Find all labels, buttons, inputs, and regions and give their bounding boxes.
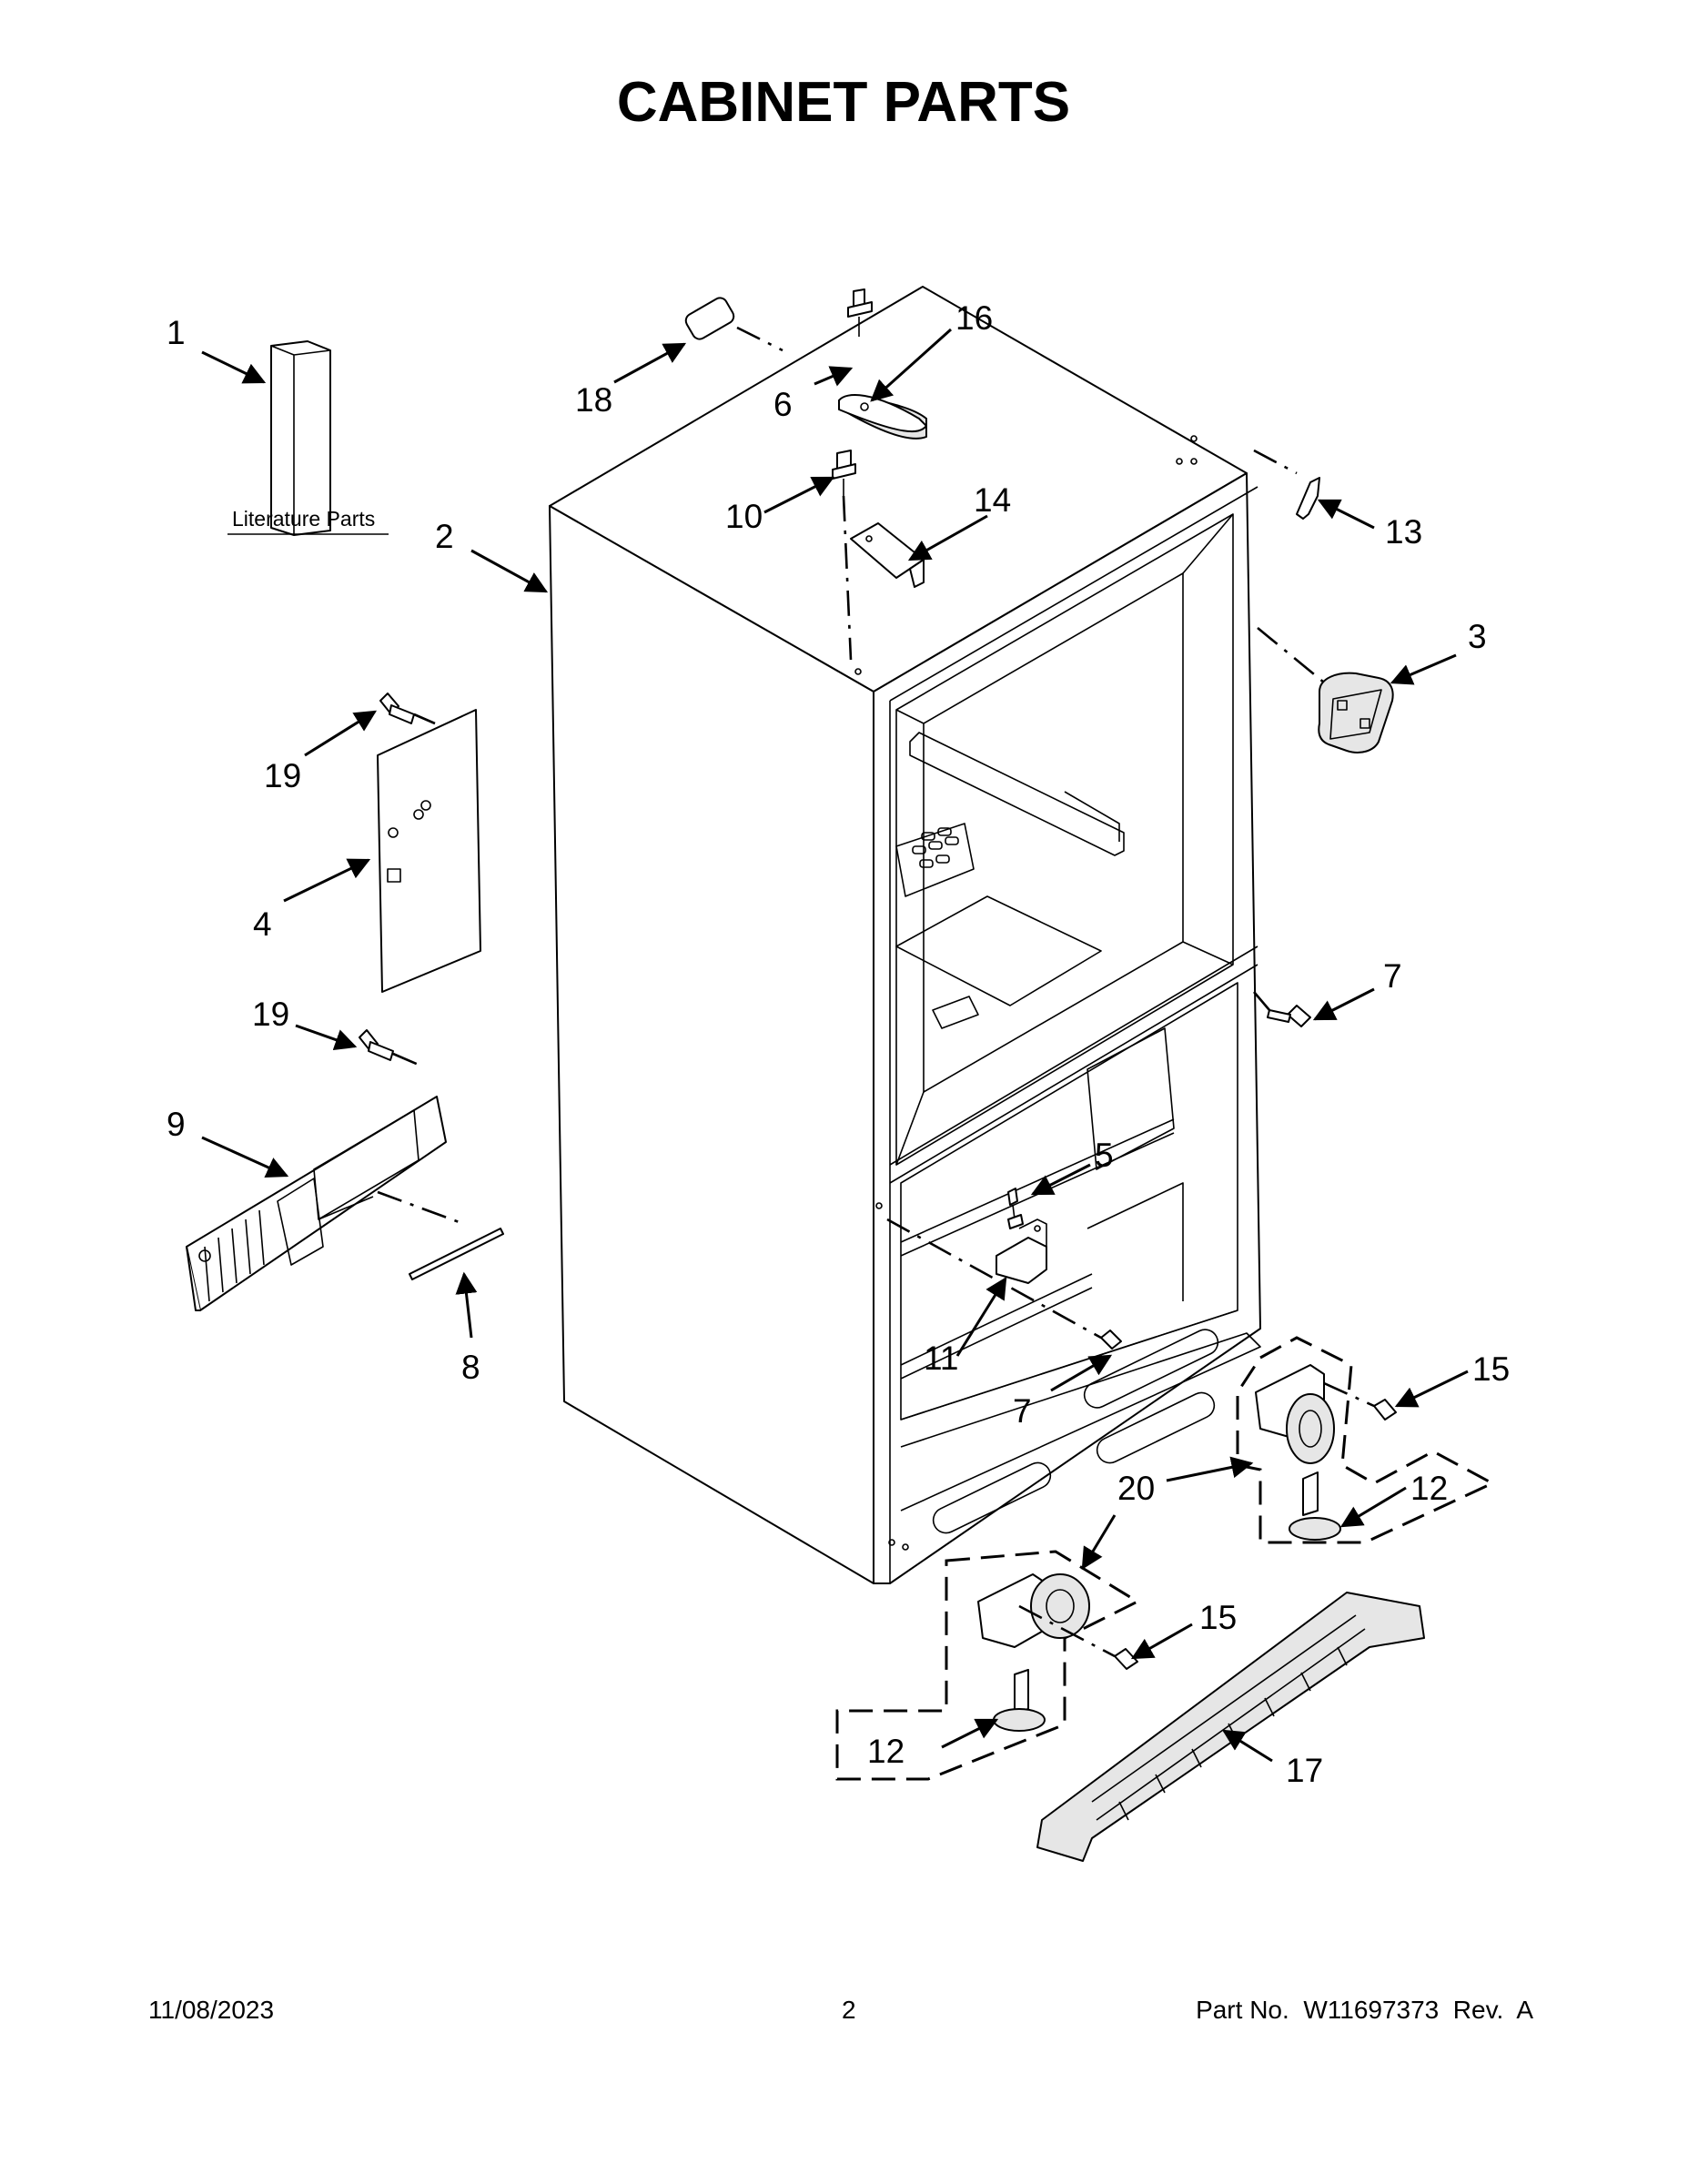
part-7-screw-right bbox=[1253, 991, 1311, 1027]
part-19-screw-lower bbox=[359, 1029, 419, 1067]
callout-13: 13 bbox=[1385, 513, 1422, 551]
callout-16: 16 bbox=[955, 299, 993, 337]
part-3-cover bbox=[1257, 626, 1394, 753]
top-hinge-assembly bbox=[832, 288, 927, 661]
callout-7-lower: 7 bbox=[1013, 1392, 1032, 1430]
callout-1: 1 bbox=[167, 314, 186, 351]
callout-11: 11 bbox=[924, 1340, 958, 1377]
callout-18: 18 bbox=[575, 381, 612, 419]
part-4-panel bbox=[377, 709, 481, 993]
callout-labels: 1 2 3 4 5 6 7 7 8 9 10 11 12 12 13 14 15… bbox=[167, 299, 1510, 1789]
left-roller-assembly bbox=[835, 1550, 1141, 1781]
footer-part-number: Part No. W11697373 Rev. A bbox=[1196, 1996, 1533, 2024]
callout-19-upper: 19 bbox=[264, 757, 301, 794]
callout-7-right: 7 bbox=[1383, 957, 1402, 995]
callout-12-left: 12 bbox=[867, 1733, 905, 1770]
callout-2: 2 bbox=[435, 518, 454, 555]
footer-date: 11/08/2023 bbox=[148, 1996, 274, 2024]
vent-slots bbox=[912, 827, 959, 868]
callout-6: 6 bbox=[773, 386, 793, 423]
callout-8: 8 bbox=[461, 1349, 480, 1386]
callout-20: 20 bbox=[1117, 1470, 1155, 1507]
part-7-screw-lower bbox=[1100, 1330, 1122, 1350]
literature-parts-label: Literature Parts bbox=[232, 507, 375, 531]
callout-15-left: 15 bbox=[1199, 1599, 1237, 1636]
callout-9: 9 bbox=[167, 1106, 186, 1143]
part-5-pin bbox=[1007, 1188, 1024, 1229]
part-9-grille bbox=[186, 1096, 465, 1311]
callout-15-right: 15 bbox=[1472, 1350, 1510, 1388]
callout-3: 3 bbox=[1468, 618, 1487, 655]
footer-page-number: 2 bbox=[842, 1996, 856, 2024]
part-19-screw-upper bbox=[379, 693, 436, 725]
callout-19-lower: 19 bbox=[252, 996, 289, 1033]
callout-10: 10 bbox=[725, 498, 763, 535]
leader-lines bbox=[201, 328, 1469, 1763]
callout-17: 17 bbox=[1286, 1752, 1323, 1789]
callout-5: 5 bbox=[1095, 1137, 1114, 1174]
grille-slots bbox=[204, 1209, 265, 1302]
cabinet-body bbox=[549, 286, 1261, 1584]
page-title: CABINET PARTS bbox=[617, 71, 1070, 134]
literature-parts-booklet bbox=[270, 340, 331, 536]
part-13-clip bbox=[1253, 449, 1320, 520]
part-11-bracket bbox=[996, 1218, 1047, 1284]
part-8-strip bbox=[409, 1228, 504, 1280]
callout-12-right: 12 bbox=[1410, 1470, 1448, 1507]
callout-4: 4 bbox=[253, 905, 272, 943]
callout-14: 14 bbox=[974, 481, 1011, 519]
